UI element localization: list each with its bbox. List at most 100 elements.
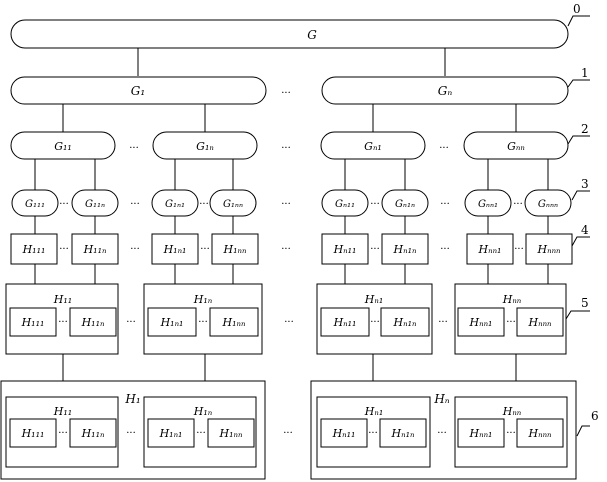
level-index-labels: 0 1 2 3 4 5 6 xyxy=(573,2,599,423)
box-label: Hₙ₁₁ xyxy=(332,427,356,440)
box-label: H₁ₙₙ xyxy=(219,427,243,440)
ellipsis: ··· xyxy=(370,244,380,255)
node-label: Gₙ₁ xyxy=(364,140,382,153)
level-label-3: 3 xyxy=(581,177,589,191)
level-label-0: 0 xyxy=(573,2,581,16)
node-label: Gₙ xyxy=(438,84,453,98)
subgroup: Hₙ₁ Hₙ₁₁ Hₙ₁ₙ xyxy=(316,396,431,468)
level-0-node: G xyxy=(10,19,569,49)
group-title: Hₙ₁ xyxy=(364,293,383,306)
level-2-node: G₁ₙ xyxy=(152,131,258,160)
ellipsis-markers: ··· ··· ··· ··· ··· ··· ··· ··· ··· ··· … xyxy=(58,88,524,439)
ellipsis: ··· xyxy=(281,143,291,154)
ellipsis: ··· xyxy=(198,317,208,328)
level-5-group: Hₙₙ Hₙₙ₁ Hₙₙₙ xyxy=(454,283,567,355)
subgroup-title: Hₙ₁ xyxy=(364,405,383,418)
ellipsis: ··· xyxy=(129,143,139,154)
group-title: H₁ₙ xyxy=(193,293,212,306)
node-label: G₁₁ₙ xyxy=(85,199,105,210)
ellipsis: ··· xyxy=(506,317,516,328)
group-title: H₁₁ xyxy=(53,293,72,306)
level-4-box: H₁ₙₙ xyxy=(211,233,259,265)
group-title: Hₙₙ xyxy=(502,293,522,306)
node-label: G₁₁ xyxy=(54,140,72,153)
ellipsis: ··· xyxy=(59,244,69,255)
level-label-5: 5 xyxy=(581,296,589,310)
box-label: H₁ₙ₁ xyxy=(159,427,183,440)
level-label-2: 2 xyxy=(581,122,589,136)
subgroup: H₁ₙ H₁ₙ₁ H₁ₙₙ xyxy=(143,396,257,468)
level-6-group-last: Hₙ Hₙ₁ Hₙ₁₁ Hₙ₁ₙ Hₙₙ Hₙₙ₁ Hₙₙₙ xyxy=(310,380,577,480)
node-label: G₁₁₁ xyxy=(25,199,45,210)
level-4-box: Hₙ₁₁ xyxy=(321,233,369,265)
node-label: G₁ xyxy=(131,84,145,98)
box-label: H₁ₙ₁ xyxy=(163,243,187,256)
level-4-box: Hₙₙ₁ xyxy=(466,233,514,265)
level-1-node-last: Gₙ xyxy=(321,76,569,105)
connectors xyxy=(34,15,590,437)
level-2-node: Gₙₙ xyxy=(463,131,569,160)
ellipsis: ··· xyxy=(284,317,294,328)
ellipsis: ··· xyxy=(196,428,206,439)
ellipsis: ··· xyxy=(368,428,378,439)
node-label: Gₙ₁ₙ xyxy=(395,199,415,210)
ellipsis: ··· xyxy=(281,244,291,255)
group-title: Hₙ xyxy=(433,392,449,406)
ellipsis: ··· xyxy=(514,244,524,255)
ellipsis: ··· xyxy=(437,428,447,439)
level-label-6: 6 xyxy=(591,409,599,423)
level-3-node: Gₙₙ₁ xyxy=(464,189,512,217)
node-label: G₁ₙ₁ xyxy=(165,199,185,210)
node-label: G₁ₙ xyxy=(196,140,214,153)
node-label: G xyxy=(307,28,317,42)
level-3-node: G₁₁ₙ xyxy=(71,189,119,217)
subgroup-title: Hₙₙ xyxy=(502,405,522,418)
subgroup-title: H₁₁ xyxy=(53,405,72,418)
box-label: H₁₁ₙ xyxy=(81,316,105,329)
box-label: H₁ₙₙ xyxy=(222,316,246,329)
box-label: Hₙₙ₁ xyxy=(469,316,493,329)
ellipsis: ··· xyxy=(513,199,523,210)
ellipsis: ··· xyxy=(506,428,516,439)
group-title: H₁ xyxy=(124,392,140,406)
level-1-node-first: G₁ xyxy=(10,76,267,105)
level-3-node: Gₙₙₙ xyxy=(524,189,572,217)
ellipsis: ··· xyxy=(440,244,450,255)
ellipsis: ··· xyxy=(440,199,450,210)
subgroup-title: H₁ₙ xyxy=(193,405,212,418)
box-label: H₁₁₁ xyxy=(21,427,45,440)
ellipsis: ··· xyxy=(281,199,291,210)
level-label-4: 4 xyxy=(581,223,589,237)
node-label: Gₙₙ xyxy=(507,140,525,153)
level-3-node: G₁₁₁ xyxy=(11,189,59,217)
subgroup: Hₙₙ Hₙₙ₁ Hₙₙₙ xyxy=(454,396,568,468)
ellipsis: ··· xyxy=(281,88,291,99)
box-label: H₁₁₁ xyxy=(22,243,46,256)
box-label: H₁₁ₙ xyxy=(83,243,107,256)
box-label: Hₙ₁ₙ xyxy=(393,316,417,329)
level-6-group-first: H₁ H₁₁ H₁₁₁ H₁₁ₙ H₁ₙ H₁ₙ₁ H₁ₙₙ xyxy=(0,380,266,480)
level-3-node: Gₙ₁ₙ xyxy=(381,189,429,217)
box-label: Hₙ₁₁ xyxy=(333,243,357,256)
ellipsis: ··· xyxy=(59,199,69,210)
level-4-box: Hₙ₁ₙ xyxy=(381,233,429,265)
ellipsis: ··· xyxy=(130,244,140,255)
ellipsis: ··· xyxy=(438,317,448,328)
level-4-box: H₁ₙ₁ xyxy=(151,233,199,265)
level-label-1: 1 xyxy=(581,66,589,80)
box-label: H₁₁₁ xyxy=(21,316,45,329)
level-5-group: Hₙ₁ Hₙ₁₁ Hₙ₁ₙ xyxy=(316,283,433,355)
level-4-box: H₁₁ₙ xyxy=(71,233,119,265)
box-label: Hₙ₁₁ xyxy=(333,316,357,329)
level-4-box: Hₙₙₙ xyxy=(525,233,573,265)
level-5-group: H₁ₙ H₁ₙ₁ H₁ₙₙ xyxy=(143,283,263,355)
level-5-group: H₁₁ H₁₁₁ H₁₁ₙ xyxy=(5,283,119,355)
ellipsis: ··· xyxy=(370,199,380,210)
box-label: Hₙₙₙ xyxy=(537,243,561,256)
box-label: H₁₁ₙ xyxy=(81,427,105,440)
box-label: Hₙ₁ₙ xyxy=(391,427,415,440)
box-label: Hₙₙₙ xyxy=(528,427,552,440)
level-4-box: H₁₁₁ xyxy=(10,233,58,265)
ellipsis: ··· xyxy=(58,317,68,328)
box-label: H₁ₙ₁ xyxy=(160,316,184,329)
